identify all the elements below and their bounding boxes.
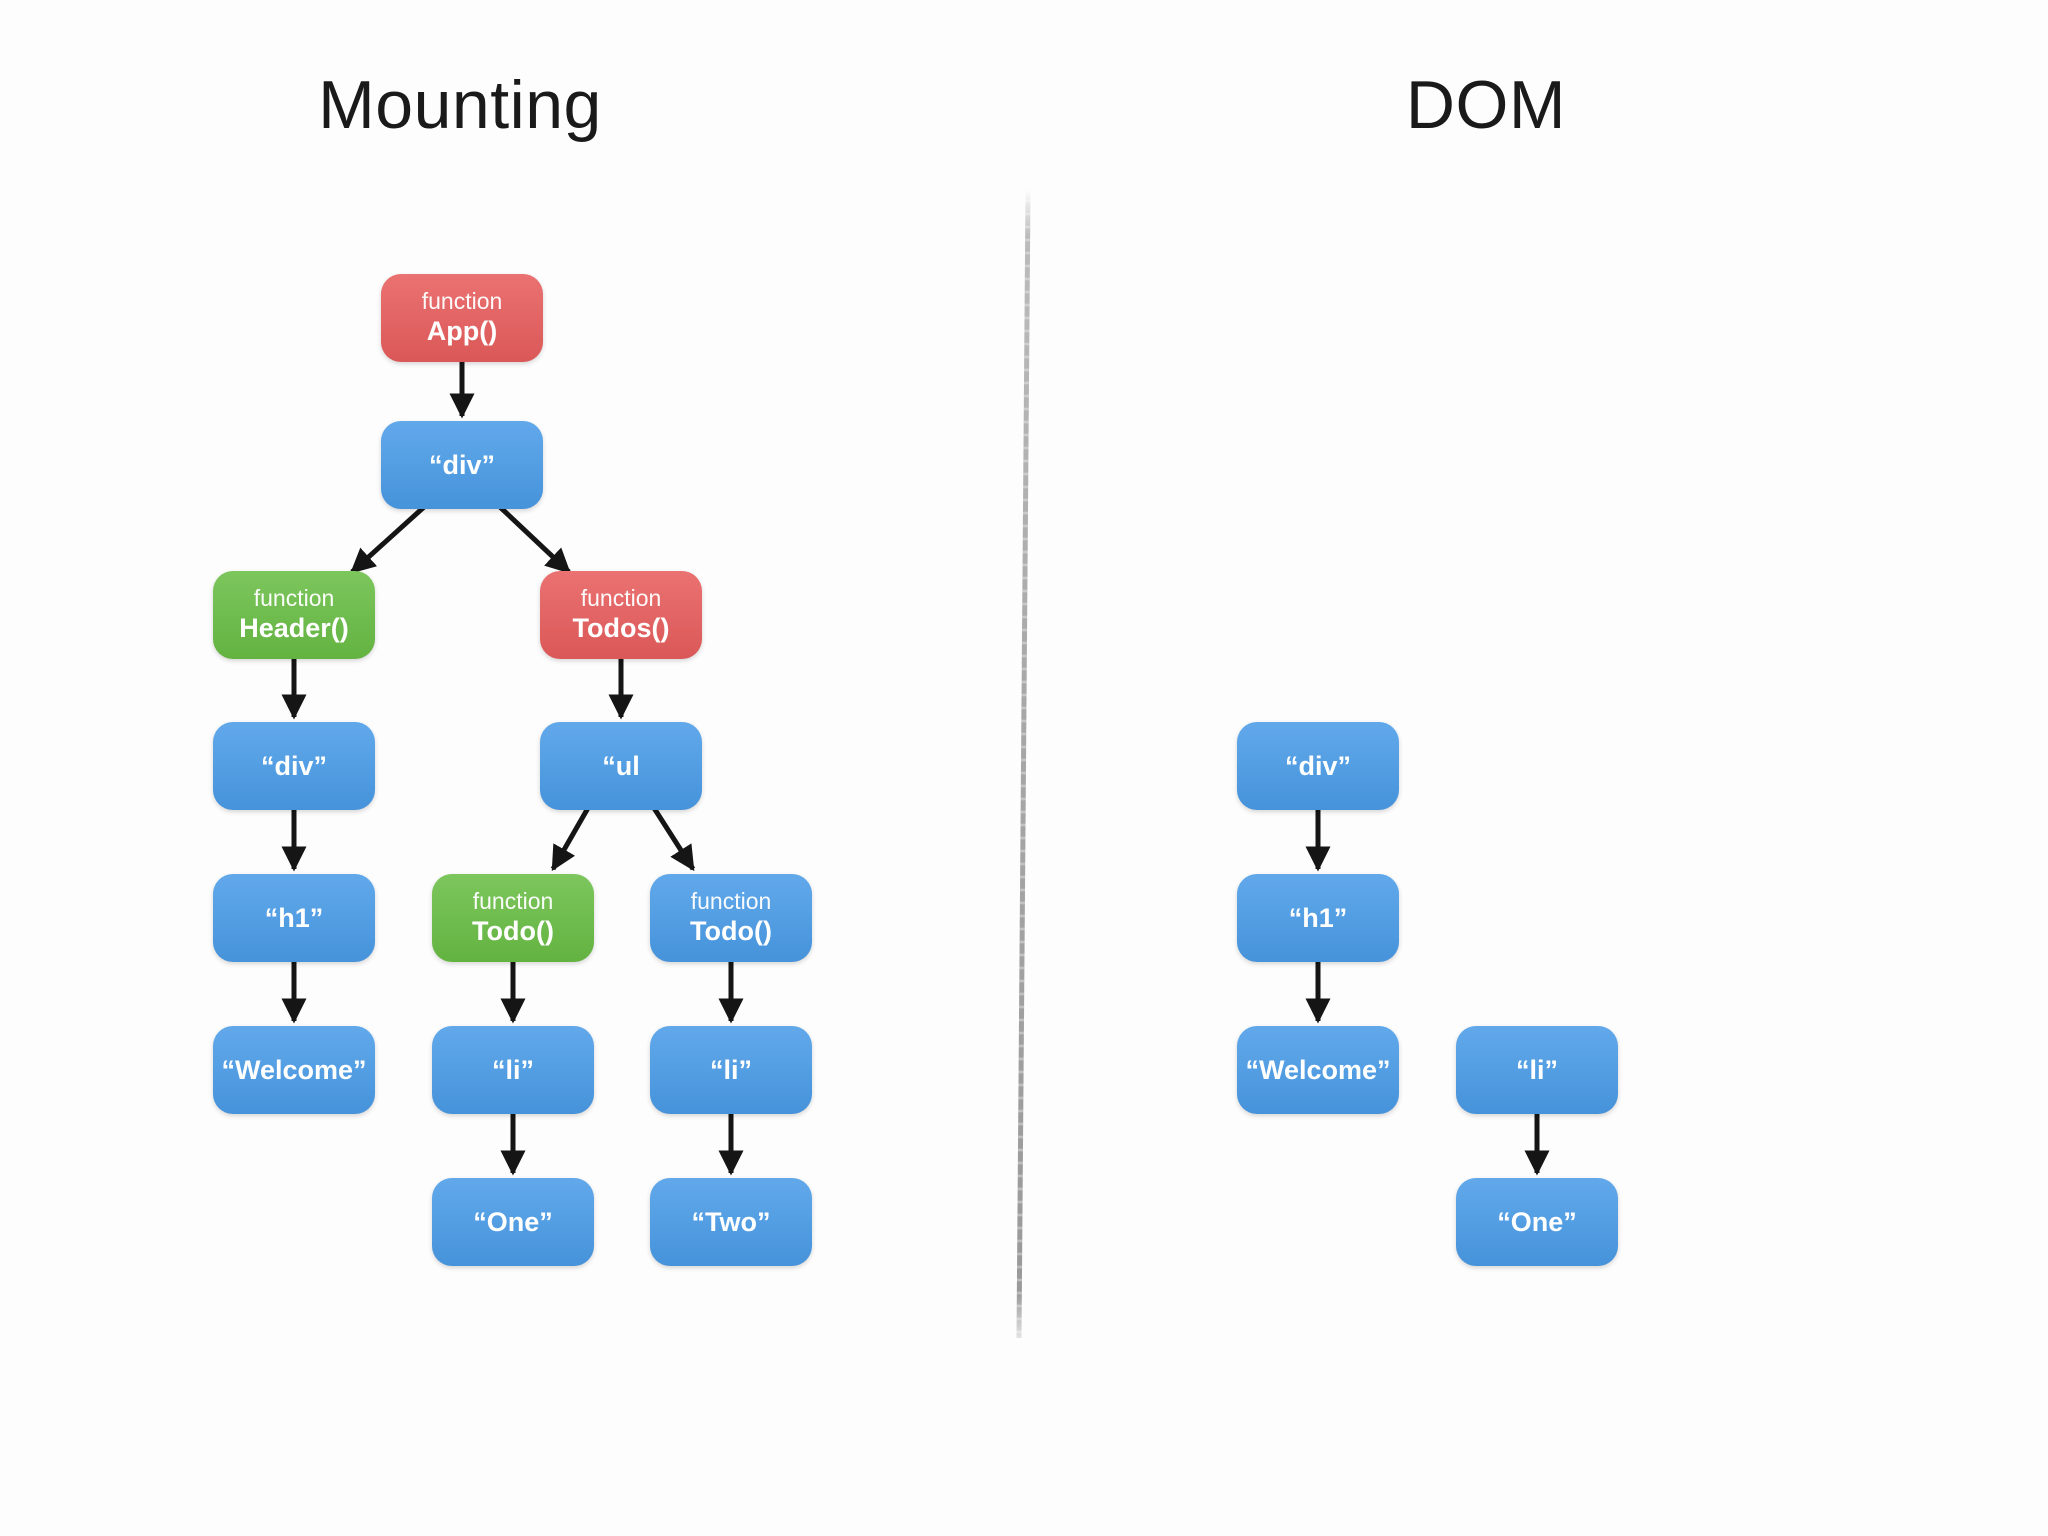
node-name-label: “h1” — [264, 902, 324, 933]
node-kind-label: function — [253, 584, 335, 611]
node-one: “One” — [432, 1178, 594, 1266]
node-name-label: “One” — [1497, 1206, 1577, 1237]
node-name-label: “One” — [473, 1206, 553, 1237]
node-name-label: “div” — [260, 750, 327, 781]
dom-title: DOM — [1405, 67, 1567, 143]
node-welcome: “Welcome” — [213, 1026, 375, 1114]
node-kind-label: function — [421, 287, 503, 314]
node-name-label: “li” — [709, 1054, 752, 1085]
node-dom-welcome: “Welcome” — [1237, 1026, 1399, 1114]
node-kind-label: function — [690, 887, 772, 914]
node-h1: “h1” — [213, 874, 375, 962]
mounting-title: Mounting — [318, 67, 602, 143]
node-name-label: Todo() — [690, 916, 772, 947]
node-name-label: App() — [426, 316, 498, 347]
node-li-2: “li” — [650, 1026, 812, 1114]
node-name-label: “Two” — [691, 1206, 771, 1237]
node-name-label: Todos() — [572, 613, 670, 644]
node-kind-label: function — [580, 584, 662, 611]
edge-root-div-to-header-fn — [350, 505, 426, 574]
node-dom-li: “li” — [1456, 1026, 1618, 1114]
node-name-label: Header() — [239, 613, 349, 644]
edge-ul-to-todo-fn-2 — [651, 806, 696, 872]
node-name-label: “li” — [491, 1054, 534, 1085]
node-name-label: “li” — [1515, 1054, 1558, 1085]
edge-root-div-to-todos-fn — [498, 505, 571, 574]
node-ul: “ul — [540, 722, 702, 810]
node-kind-label: function — [472, 887, 554, 914]
node-name-label: “div” — [428, 449, 495, 480]
edge-ul-to-todo-fn-1 — [550, 806, 591, 872]
node-name-label: “h1” — [1288, 902, 1348, 933]
node-name-label: “Welcome” — [1245, 1054, 1391, 1085]
node-name-label: “div” — [1284, 750, 1351, 781]
node-name-label: “ul — [602, 750, 640, 781]
node-li-1: “li” — [432, 1026, 594, 1114]
node-name-label: Todo() — [472, 916, 554, 947]
node-dom-one: “One” — [1456, 1178, 1618, 1266]
node-name-label: “Welcome” — [221, 1054, 367, 1085]
node-dom-div: “div” — [1237, 722, 1399, 810]
node-root-div: “div” — [381, 421, 543, 509]
node-header-div: “div” — [213, 722, 375, 810]
node-dom-h1: “h1” — [1237, 874, 1399, 962]
node-two: “Two” — [650, 1178, 812, 1266]
